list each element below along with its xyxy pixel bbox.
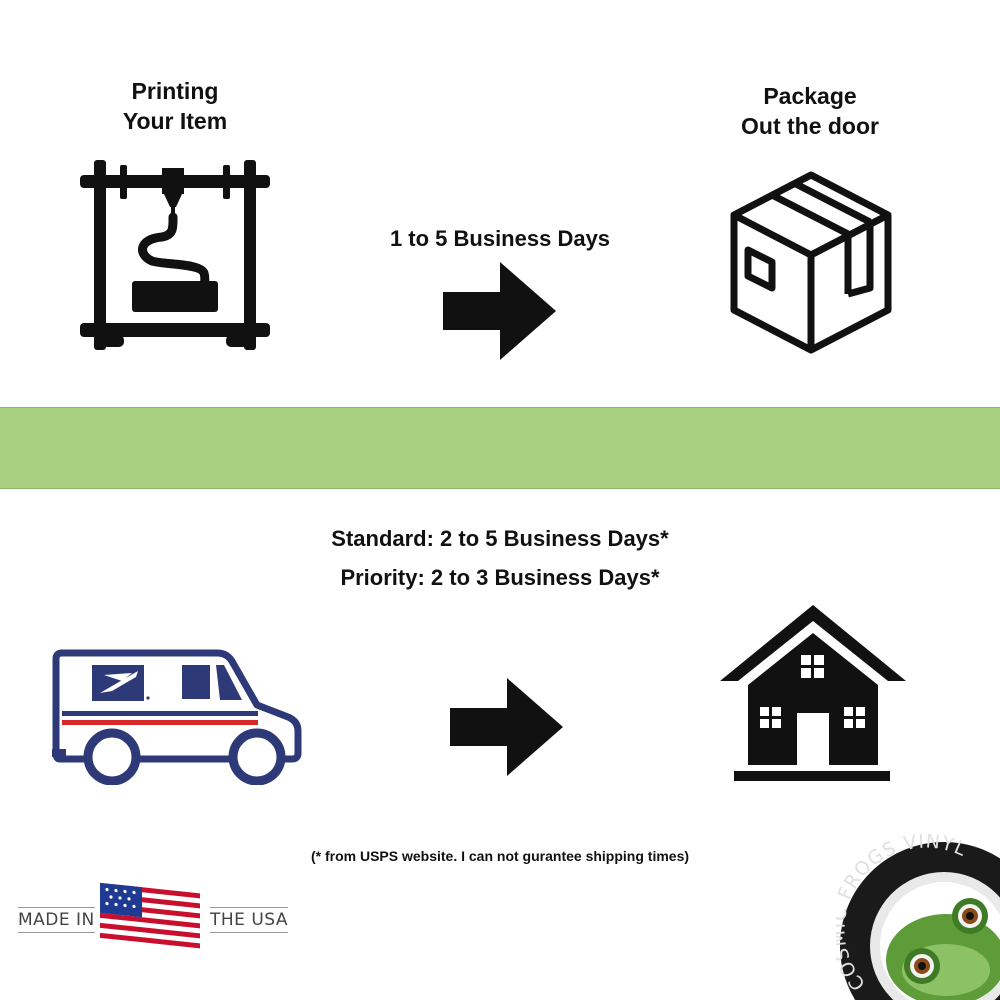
frog-logo: COSMIC FROGS VINYL xyxy=(836,834,1000,1000)
right-arrow-icon-2 xyxy=(450,678,563,776)
standard-shipping-text: Standard: 2 to 5 Business Days* xyxy=(331,526,669,551)
package-title: Package Out the door xyxy=(710,81,910,141)
mail-truck-icon xyxy=(52,649,302,785)
3d-printer-icon xyxy=(80,160,270,350)
priority-shipping-text: Priority: 2 to 3 Business Days* xyxy=(340,565,660,590)
printing-title-line1: Printing xyxy=(131,78,219,104)
shipping-disclaimer: (* from USPS website. I can not gurantee… xyxy=(310,848,690,864)
house-icon xyxy=(720,605,906,781)
printing-title: Printing Your Item xyxy=(95,76,255,136)
package-title-line2: Out the door xyxy=(741,113,879,139)
us-flag-icon xyxy=(100,882,200,952)
the-usa-text: THE USA xyxy=(210,907,288,933)
divider-band xyxy=(0,407,1000,489)
made-in-text: MADE IN xyxy=(18,907,95,933)
printing-title-line2: Your Item xyxy=(122,108,228,134)
print-duration-text: 1 to 5 Business Days xyxy=(389,226,611,251)
package-title-line1: Package xyxy=(763,83,857,109)
right-arrow-icon xyxy=(443,262,556,360)
box-icon xyxy=(730,171,892,354)
